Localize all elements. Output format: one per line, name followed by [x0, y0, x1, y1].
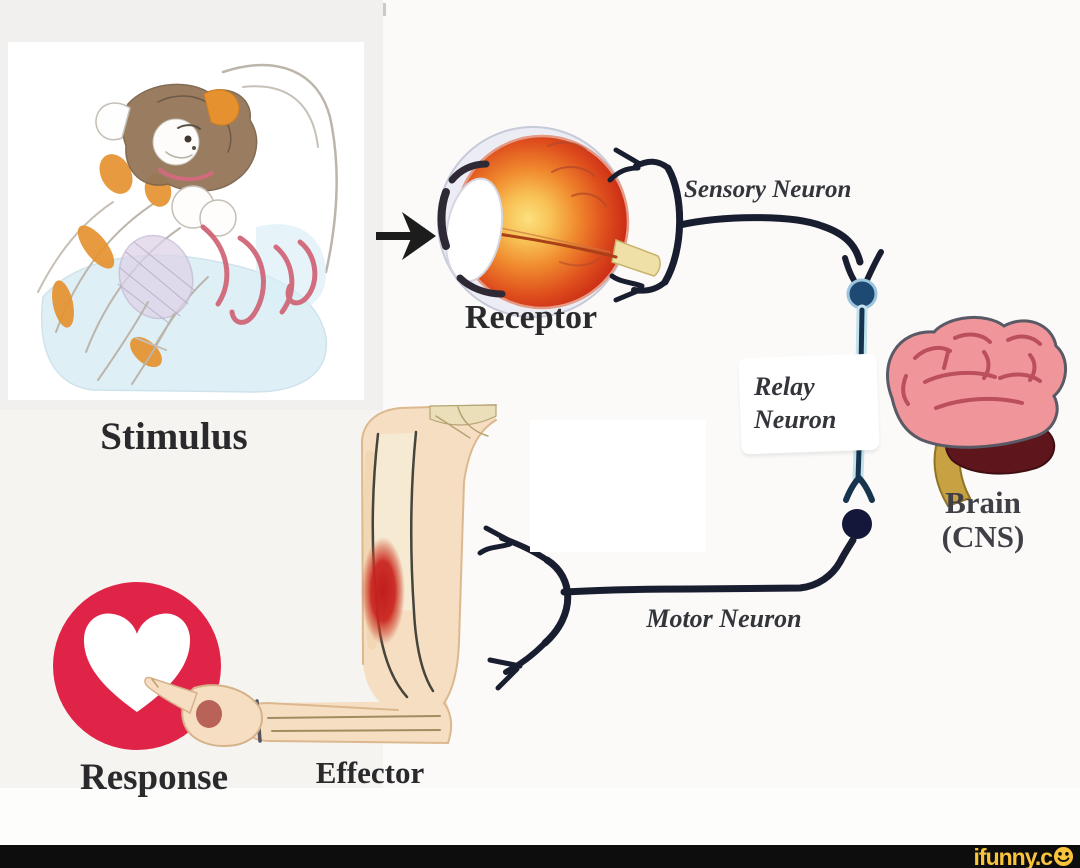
relay-neuron-label-line1: Relay: [754, 372, 815, 401]
effector-label: Effector: [315, 755, 425, 790]
brain-label-line1: Brain: [945, 485, 1021, 520]
stimulus-sketch-artwork: [37, 63, 338, 393]
synapse-node-bottom: [842, 509, 872, 539]
pointing-hand: [144, 676, 263, 747]
receptor-label: Receptor: [464, 299, 598, 336]
arm-effector-illustration: [241, 404, 497, 744]
brain-cns-label: Brain (CNS): [910, 486, 1056, 554]
response-label: Response: [79, 757, 229, 798]
sensory-neuron-path: [607, 147, 884, 303]
watermark-bar: ifunny.c: [0, 845, 1080, 868]
relay-neuron-label: Relay Neuron: [754, 370, 884, 436]
right-arrow-icon: [376, 212, 436, 260]
motor-neuron-label: Motor Neuron: [646, 604, 802, 633]
smiley-face-icon: [1053, 846, 1074, 867]
eye-receptor-illustration: [437, 126, 661, 318]
watermark-text: ifunny.c: [973, 843, 1053, 868]
background-bottom: [0, 788, 1080, 845]
relay-neuron-label-line2: Neuron: [754, 405, 837, 434]
image-seam-mark: [383, 3, 386, 16]
stimulus-label: Stimulus: [100, 415, 248, 458]
watermark: ifunny.c: [973, 843, 1074, 868]
white-cover-patch: [530, 420, 706, 552]
synapse-node-top: [846, 278, 878, 310]
sensory-neuron-label: Sensory Neuron: [684, 176, 852, 203]
brain-label-line2: (CNS): [941, 519, 1025, 554]
brain-illustration: [886, 315, 1067, 508]
motor-neuron-path: [477, 525, 857, 691]
